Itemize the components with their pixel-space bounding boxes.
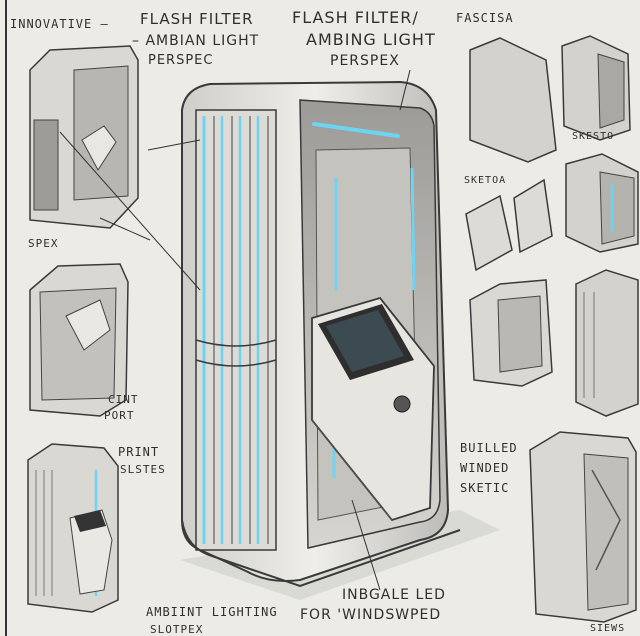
louvre-panel bbox=[195, 109, 277, 551]
annotation-skesto: SKESTO bbox=[572, 131, 615, 142]
annotation-sketoa: SKETOA bbox=[464, 175, 507, 186]
annotation-flash-filter-2: FLASH FILTER/ bbox=[292, 8, 419, 27]
leader-lines bbox=[59, 69, 411, 591]
annotation-ambiint-lighting: AMBIINT LIGHTING bbox=[146, 605, 278, 619]
annotation-fascisa: FASCISA bbox=[456, 11, 514, 25]
sketch-booth-top-right bbox=[469, 35, 631, 163]
annotation-siews: SIEWS bbox=[590, 623, 626, 634]
annotation-for-windswped: FOR 'WINDSWPED bbox=[300, 607, 442, 623]
annotation-flash-filter-1: FLASH FILTER bbox=[140, 10, 254, 28]
annotation-winded: WINDED bbox=[460, 461, 510, 475]
annotation-innovative: INNOVATIVE – bbox=[10, 17, 109, 31]
annotation-inbgale-led: INBGALE LED bbox=[342, 587, 446, 603]
annotation-print: PRINT bbox=[118, 445, 160, 459]
annotation-spex: SPEX bbox=[28, 237, 59, 250]
annotation-sketic: SKETIC bbox=[460, 481, 510, 495]
annotation-perspec: PERSPEC bbox=[148, 53, 214, 68]
annotation-slotpex: SLOTPEX bbox=[150, 623, 204, 636]
main-photo-booth bbox=[180, 80, 500, 600]
annotation-slstes: SLSTES bbox=[120, 463, 166, 476]
sketch-booth-right-mid bbox=[469, 269, 639, 417]
annotation-cint: CINT bbox=[108, 393, 139, 406]
sketch-booth-bottom-right bbox=[529, 431, 637, 623]
annotation-ambian-light: – AMBIAN LIGHT bbox=[132, 33, 260, 49]
sketch-booth-bottom-left bbox=[27, 443, 119, 613]
sketch-booth-mid-left bbox=[29, 263, 129, 417]
annotation-port: PORT bbox=[104, 409, 135, 422]
annotation-builled: BUILLED bbox=[460, 441, 518, 455]
annotation-perspex: PERSPEX bbox=[330, 53, 400, 69]
sketch-booth-top-left bbox=[29, 45, 139, 229]
sketch-panels-right bbox=[465, 153, 639, 272]
annotation-ambing-light: AMBING LIGHT bbox=[306, 30, 436, 49]
kiosk-stand bbox=[311, 296, 435, 522]
